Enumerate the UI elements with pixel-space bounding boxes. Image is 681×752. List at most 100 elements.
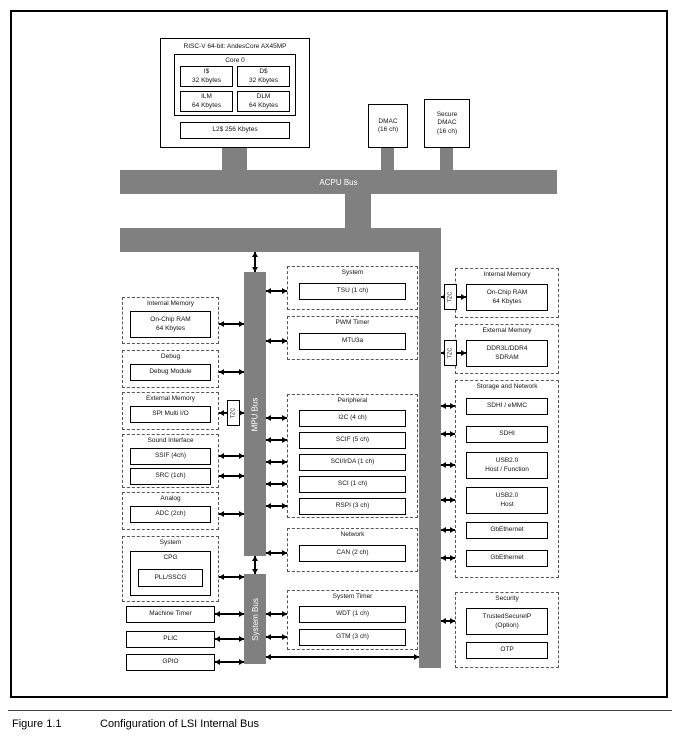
block-spi-multi-io: SPI Multi I/O: [130, 406, 211, 423]
block-src: SRC (1ch): [130, 468, 211, 485]
block-trusted-secure-ip: TrustedSecureIP (Option): [466, 608, 548, 635]
arrow: [219, 574, 244, 580]
cpu-bus-connector: [222, 148, 247, 170]
right-bus-trunk: [419, 252, 441, 668]
block-gpio: GPIO: [126, 654, 215, 671]
group-peripheral: Peripheral: [287, 394, 418, 518]
group-label: System: [159, 539, 182, 546]
block-pll-sscg: PLL/SSCG: [138, 569, 203, 587]
block-sdhi-emmc: SDHI / eMMC: [466, 398, 548, 415]
block-sdhi: SDHI: [466, 426, 548, 443]
arrow: [441, 403, 455, 409]
tzc-block-right-2: TZC: [444, 340, 457, 366]
arrow: [266, 634, 287, 640]
arrow: [266, 459, 287, 465]
arrow: [266, 550, 287, 556]
arrow: [266, 503, 287, 509]
arrow: [266, 481, 287, 487]
group-sound-interface: Sound Interface: [122, 434, 219, 488]
tzc-label: TZC: [230, 407, 237, 419]
block-machine-timer: Machine Timer: [126, 606, 215, 623]
block-adc: ADC (2ch): [130, 506, 211, 523]
arrow: [441, 527, 455, 533]
arrow: [266, 415, 287, 421]
group-system-middle: System: [287, 266, 418, 310]
block-plic: PLIC: [126, 631, 215, 648]
arrow-system-bus-to-trunk: [266, 654, 419, 660]
block-mtu3a: MTU3a: [299, 333, 406, 350]
ilm-block: ILM 64 Kbytes: [180, 91, 233, 112]
group-label: System: [341, 269, 364, 276]
block-scif: SCIF (5 ch): [299, 432, 406, 449]
group-label: Security: [495, 595, 519, 602]
group-label: Analog: [160, 495, 181, 502]
block-on-chip-ram-right: On-Chip RAM 64 Kbytes: [466, 284, 548, 311]
block-tsu: TSU (1 ch): [299, 283, 406, 300]
group-label: System Timer: [332, 593, 373, 600]
group-external-memory-left: External Memory: [122, 392, 219, 430]
group-security: Security: [455, 592, 559, 668]
group-internal-memory-left: Internal Memory: [122, 297, 219, 344]
group-network: Network: [287, 528, 418, 572]
core0-label: Core 0: [225, 57, 245, 64]
arrow: [219, 511, 244, 517]
group-debug: Debug: [122, 350, 219, 388]
group-label: Internal Memory: [483, 271, 531, 278]
figure-title: Configuration of LSI Internal Bus: [100, 718, 259, 730]
group-label: External Memory: [145, 395, 196, 402]
block-gtm: GTM (3 ch): [299, 629, 406, 646]
secure-dmac-block: Secure DMAC (16 ch): [424, 99, 470, 148]
arrow: [441, 555, 455, 561]
arrow: [441, 431, 455, 437]
arrow: [266, 437, 287, 443]
block-usb-host-function: USB2.0 Host / Function: [466, 452, 548, 479]
acpu-bus-label: ACPU Bus: [319, 177, 358, 187]
arrow: [215, 636, 244, 642]
group-label: Network: [340, 531, 365, 538]
group-label: Storage and Network: [476, 383, 538, 390]
block-sci: SCI (1 ch): [299, 476, 406, 493]
block-wdt: WDT (1 ch): [299, 606, 406, 623]
arrow: [219, 369, 244, 375]
tzc-label: TZC: [447, 291, 454, 303]
tzc-block-left: TZC: [227, 400, 240, 426]
arrow: [441, 462, 455, 468]
arrow: [441, 497, 455, 503]
arrow: [219, 473, 244, 479]
acpu-downlink: [345, 194, 371, 228]
cpg-label: CPG: [163, 554, 178, 561]
group-label: Debug: [160, 353, 181, 360]
group-label: Internal Memory: [147, 300, 194, 307]
group-system-timer: System Timer: [287, 590, 418, 650]
group-system-left: System: [122, 536, 219, 602]
block-gbethernet-2: GbEthernet: [466, 550, 548, 567]
l2-cache-block: L2$ 256 Kbytes: [180, 122, 290, 139]
tzc-label: TZC: [447, 347, 454, 359]
figure-label: Figure 1.1: [12, 718, 62, 730]
group-analog: Analog: [122, 492, 219, 530]
cpu-cluster-title: RISC-V 64-bit: AndesCore AX45MP: [183, 43, 287, 50]
group-label: PWM Timer: [335, 319, 370, 326]
dcache-block: D$ 32 Kbytes: [237, 66, 290, 87]
arrow: [266, 338, 287, 344]
block-i2c: I2C (4 ch): [299, 410, 406, 427]
block-ssif: SSIF (4ch): [130, 448, 211, 465]
arrow: [215, 659, 244, 665]
arrow-mpu-to-system: [252, 556, 258, 574]
system-bus: System Bus: [244, 574, 266, 664]
arrow-bus-to-mpu: [252, 252, 258, 272]
block-sci-irda: SCI/IrDA (1 ch): [299, 454, 406, 471]
block-on-chip-ram-left: On-Chip RAM 64 Kbytes: [130, 311, 211, 338]
tzc-block-right-1: TZC: [444, 284, 457, 310]
dmac-block: DMAC (16 ch): [368, 104, 408, 148]
mpu-bus: MPU Bus: [244, 272, 266, 556]
arrow: [266, 611, 287, 617]
arrow: [266, 288, 287, 294]
block-otp: OTP: [466, 642, 548, 659]
group-label: Sound Interface: [147, 437, 194, 444]
caption-rule: [8, 710, 672, 711]
icache-block: I$ 32 Kbytes: [180, 66, 233, 87]
dmac-bus-connector: [381, 148, 394, 170]
block-ddr-sdram: DDR3L/DDR4 SDRAM: [466, 340, 548, 367]
group-label: External Memory: [482, 327, 532, 334]
